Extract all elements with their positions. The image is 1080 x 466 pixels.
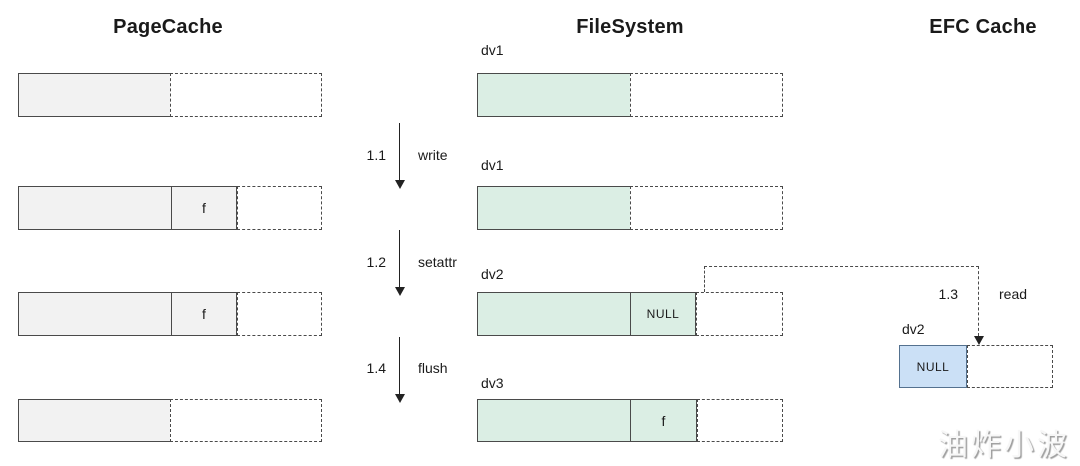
pagecache-row3-cached-box: f — [18, 292, 237, 336]
efc-null-box: NULL — [899, 345, 967, 388]
filesystem-row2-label: dv1 — [481, 157, 504, 173]
filesystem-row1-extent-dashed-box — [630, 73, 783, 117]
flush-action-label: flush — [418, 360, 448, 376]
write-action-label: write — [418, 147, 448, 163]
efc-cache-title: EFC Cache — [929, 16, 1037, 38]
pagecache-row3-flag-segment: f — [171, 293, 236, 335]
read-path-down-segment — [978, 266, 979, 336]
pagecache-row2-cached-box: f — [18, 186, 237, 230]
write-arrow-line — [399, 123, 400, 180]
filesystem-row1-label: dv1 — [481, 42, 504, 58]
efc-extent-dashed-box — [967, 345, 1053, 388]
efc-null-value: NULL — [916, 359, 950, 374]
setattr-arrow-line — [399, 230, 400, 287]
read-path-horizontal-segment — [704, 266, 979, 267]
read-path-up-segment — [704, 266, 705, 292]
filesystem-row1-data-box — [477, 73, 630, 117]
filesystem-row4-flag-segment: f — [630, 400, 696, 441]
filesystem-row4-extent-dashed-box — [697, 399, 783, 442]
pagecache-row2-flag-segment: f — [171, 187, 236, 229]
filesystem-title: FileSystem — [576, 16, 684, 38]
flush-arrowhead-icon — [395, 394, 405, 403]
pagecache-row4-cached-box — [18, 399, 170, 442]
pagecache-row3-uncached-dashed-box — [237, 292, 322, 336]
flush-arrow-line — [399, 337, 400, 394]
step-1-3-number: 1.3 — [938, 286, 958, 302]
pagecache-row1-uncached-dashed-box — [170, 73, 322, 117]
filesystem-row2-extent-dashed-box — [630, 186, 783, 230]
filesystem-row3-extent-dashed-box — [696, 292, 783, 336]
setattr-action-label: setattr — [418, 254, 457, 270]
write-arrowhead-icon — [395, 180, 405, 189]
efc-entry-label: dv2 — [902, 321, 925, 337]
pagecache-row4-uncached-dashed-box — [170, 399, 322, 442]
step-1-1-number: 1.1 — [366, 147, 386, 163]
read-action-label: read — [999, 286, 1028, 302]
filesystem-row4-data-box: f — [477, 399, 697, 442]
step-1-2-number: 1.2 — [366, 254, 386, 270]
filesystem-row4-label: dv3 — [481, 375, 504, 391]
filesystem-row3-label: dv2 — [481, 266, 504, 282]
filesystem-row3-null-segment: NULL — [630, 293, 695, 335]
pagecache-row1-cached-box — [18, 73, 170, 117]
pagecache-title: PageCache — [113, 16, 223, 38]
setattr-arrowhead-icon — [395, 287, 405, 296]
watermark: 油炸小波 — [938, 429, 1070, 462]
read-arrowhead-icon — [974, 336, 984, 345]
step-1-4-number: 1.4 — [366, 360, 386, 376]
filesystem-row3-data-box: NULL — [477, 292, 696, 336]
pagecache-row2-uncached-dashed-box — [237, 186, 322, 230]
filesystem-row2-data-box — [477, 186, 630, 230]
